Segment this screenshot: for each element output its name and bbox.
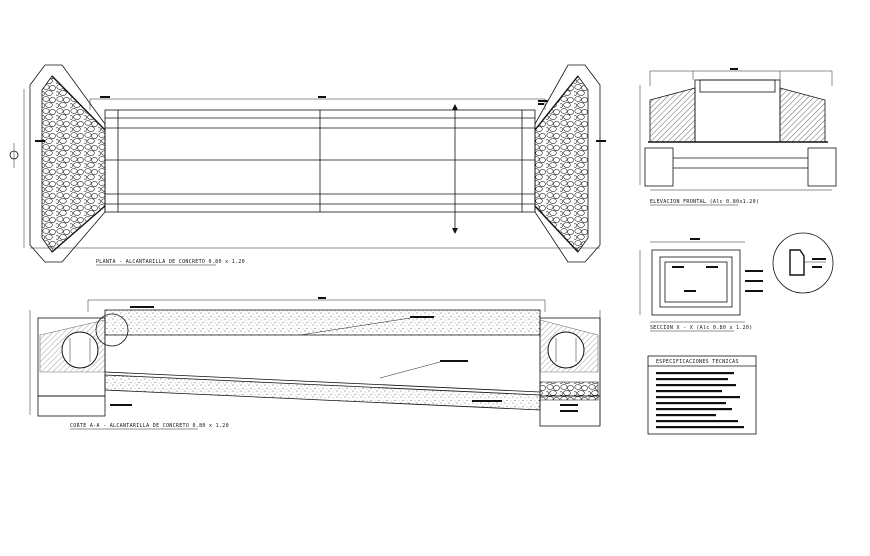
detail-circle [772,232,834,294]
front-elevation: ELEVACION FRONTAL (Alc 0.80x1.20) [639,68,837,206]
specs-box: ESPECIFICACIONES TECNICAS [647,355,757,435]
front-elevation-title: ELEVACION FRONTAL (Alc 0.80x1.20) [650,199,759,205]
section-xx-title: SECCION X - X (Alc 0.80 x 1.20) [650,325,753,331]
specs-title: ESPECIFICACIONES TECNICAS [656,359,739,365]
section-aa-title: CORTE A-A - ALCANTARILLA DE CONCRETO 0.8… [70,423,229,429]
section-xx: SECCION X - X (Alc 0.80 x 1.20) [639,238,763,332]
plan-view: PLANTA - ALCANTARILLA DE CONCRETO 0.80 x… [9,64,606,266]
plan-title: PLANTA - ALCANTARILLA DE CONCRETO 0.80 x… [96,259,245,265]
section-aa: CORTE A-A - ALCANTARILLA DE CONCRETO 0.8… [29,297,601,430]
